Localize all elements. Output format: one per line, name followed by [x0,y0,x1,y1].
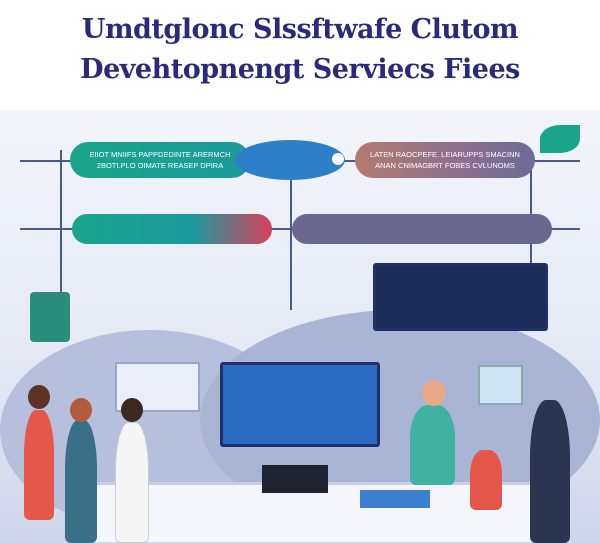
banner-right-line-2: ANAN CNIMAGBRT FOBES CVLUNOMS [375,161,515,170]
title-line-2: Devehtopnengt Serviecs Fiees [80,54,520,85]
banner-left-line-2: 2BOTLPLO OIMATE REASEP DPIRA [96,161,224,170]
bar-right [292,214,552,244]
device-icon [30,292,70,342]
node-dot [332,153,344,165]
person-head [70,398,92,422]
person [470,450,502,510]
platform-icon [235,140,345,180]
banner-right: LATEN RAOCPEFE. LEIARUPPS SMACINN ANAN C… [355,142,535,178]
side-screen [478,365,523,405]
person [410,405,455,485]
person-head [28,385,50,409]
person [530,400,570,543]
person-head [121,398,143,422]
leaf-icon [540,125,580,153]
person [115,422,149,543]
person [24,410,54,520]
title-line-1: Umdtglonc Slssftwafe Clutom [81,14,519,45]
banner-left: EIIOT MNIIFS PAPPDEDINTE ARERMCH 2BOTLPL… [70,142,250,178]
laptop [262,465,328,493]
laptop [360,490,430,508]
dashboard-screen [373,263,548,331]
banner-right-line-1: LATEN RAOCPEFE. LEIARUPPS SMACINN [370,150,520,159]
connector-line [60,150,62,310]
bar-left [72,214,272,244]
person [65,420,97,543]
connector-line [290,150,292,310]
main-monitor [220,362,380,447]
banner-left-line-1: EIIOT MNIIFS PAPPDEDINTE ARERMCH [89,150,231,159]
person-head [422,380,446,406]
